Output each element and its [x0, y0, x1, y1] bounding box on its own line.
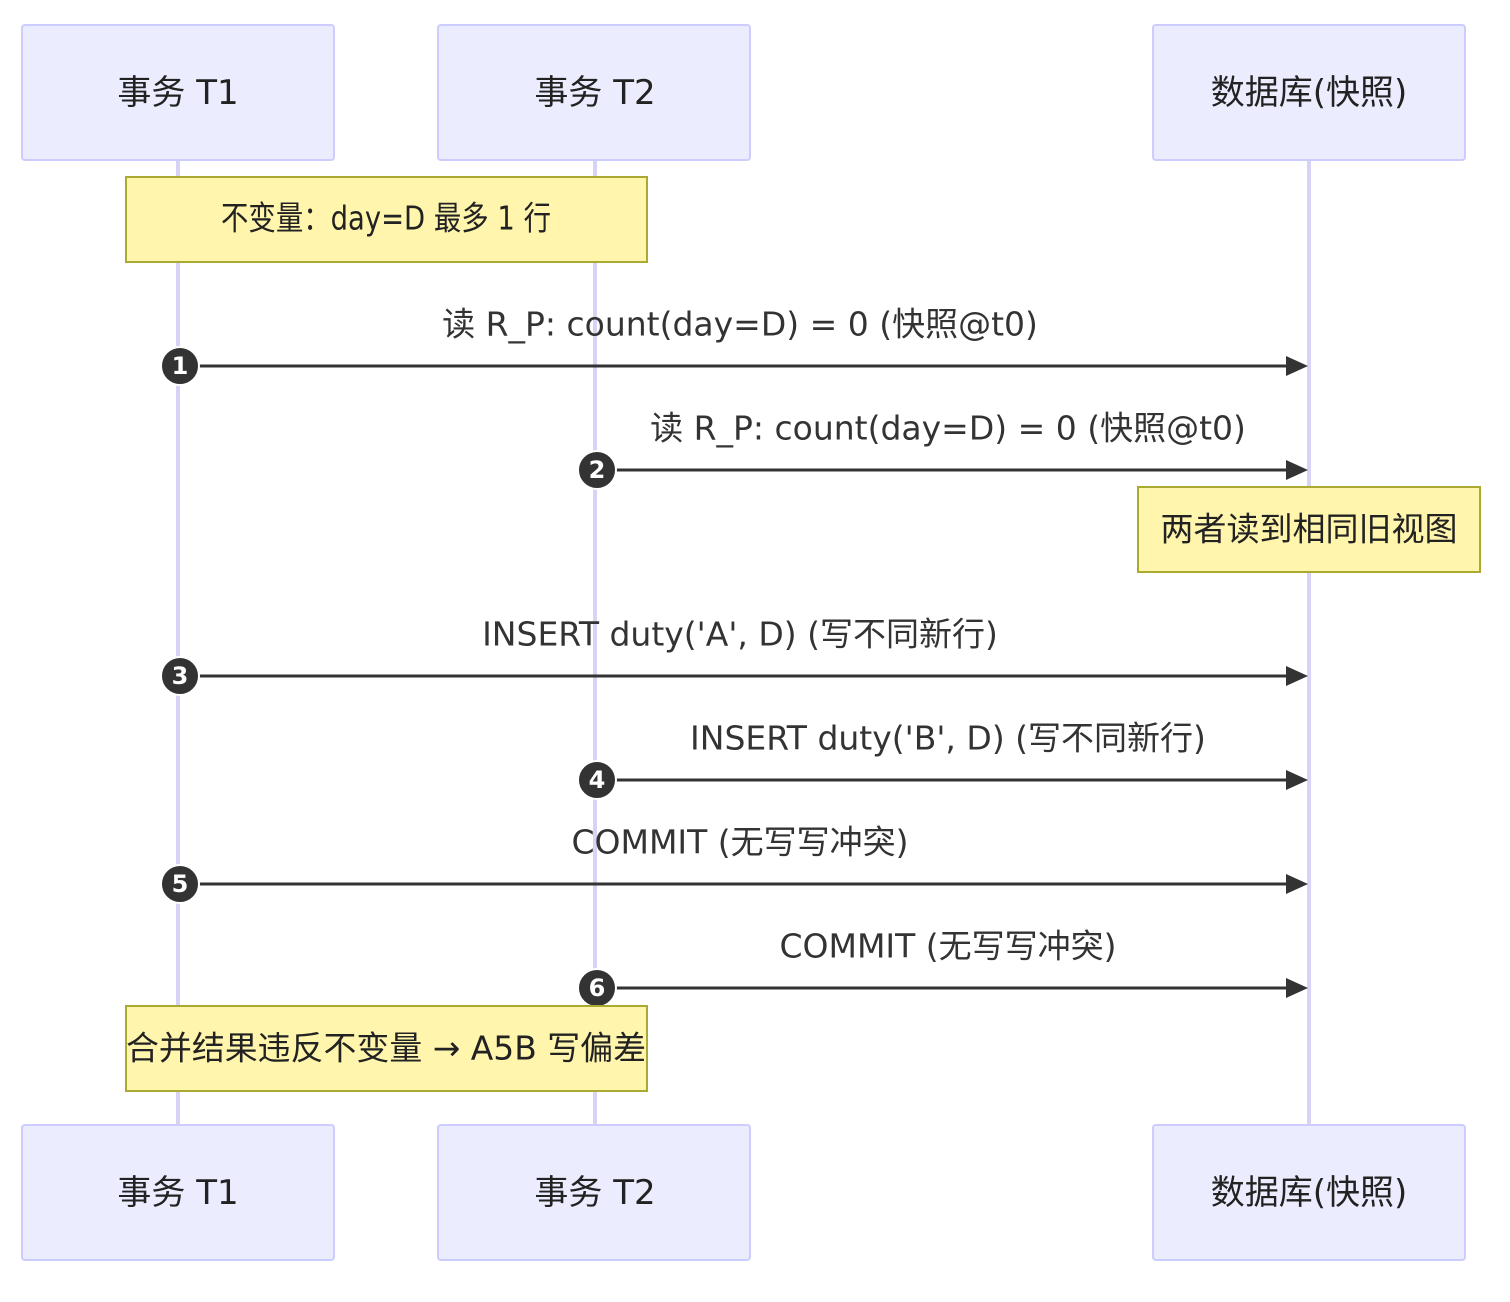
actor-t2-bottom: 事务 T2 — [437, 1124, 751, 1261]
note-same-view-text: 两者读到相同旧视图 — [1161, 510, 1458, 549]
message-5-label: COMMIT (无写写冲突) — [571, 823, 908, 862]
actor-t1-top: 事务 T1 — [21, 24, 335, 161]
sequence-number-3-label: 3 — [172, 662, 189, 690]
message-2-arrowhead — [1286, 460, 1308, 480]
actor-t1-bottom: 事务 T1 — [21, 1124, 335, 1261]
note-write-skew-text: 合并结果违反不变量 → A5B 写偏差 — [126, 1029, 646, 1068]
sequence-number-5 — [160, 864, 200, 904]
message-4: INSERT duty('B', D) (写不同新行) 4 — [577, 719, 1308, 800]
sequence-number-2 — [577, 450, 617, 490]
message-5: COMMIT (无写写冲突) 5 — [160, 823, 1308, 904]
actor-t2-bottom-label: 事务 T2 — [534, 1173, 655, 1213]
message-2: 读 R_P: count(day=D) = 0 (快照@t0) 2 — [577, 409, 1308, 490]
message-6-arrowhead — [1286, 978, 1308, 998]
message-3-arrowhead — [1286, 666, 1308, 686]
message-3-label: INSERT duty('A', D) (写不同新行) — [482, 615, 998, 654]
actor-t1-bottom-label: 事务 T1 — [117, 1173, 238, 1213]
message-4-arrowhead — [1286, 770, 1308, 790]
sequence-number-4-label: 4 — [589, 766, 606, 794]
message-3: INSERT duty('A', D) (写不同新行) 3 — [160, 615, 1308, 696]
note-invariant-text: 不变量：day=D 最多 1 行 — [221, 199, 551, 238]
actor-db-bottom-label: 数据库(快照) — [1211, 1173, 1408, 1213]
message-5-arrowhead — [1286, 874, 1308, 894]
note-write-skew: 合并结果违反不变量 → A5B 写偏差 — [125, 1005, 648, 1092]
message-1: 读 R_P: count(day=D) = 0 (快照@t0) 1 — [160, 305, 1308, 386]
message-1-label: 读 R_P: count(day=D) = 0 (快照@t0) — [442, 305, 1038, 344]
actor-t2-top-label: 事务 T2 — [534, 73, 655, 113]
actor-db-top-label: 数据库(快照) — [1211, 73, 1408, 113]
message-4-label: INSERT duty('B', D) (写不同新行) — [690, 719, 1206, 758]
sequence-number-4 — [577, 760, 617, 800]
note-invariant: 不变量：day=D 最多 1 行 — [125, 176, 648, 263]
sequence-number-1 — [160, 346, 200, 386]
sequence-number-6-label: 6 — [589, 974, 606, 1002]
sequence-number-1-label: 1 — [172, 352, 189, 380]
message-2-label: 读 R_P: count(day=D) = 0 (快照@t0) — [650, 409, 1246, 448]
message-1-arrowhead — [1286, 356, 1308, 376]
sequence-number-2-label: 2 — [589, 456, 606, 484]
note-same-view: 两者读到相同旧视图 — [1137, 486, 1481, 573]
actor-db-bottom: 数据库(快照) — [1152, 1124, 1466, 1261]
actor-t2-top: 事务 T2 — [437, 24, 751, 161]
sequence-number-5-label: 5 — [172, 870, 189, 898]
sequence-number-3 — [160, 656, 200, 696]
message-6: COMMIT (无写写冲突) 6 — [577, 927, 1308, 1008]
actor-db-top: 数据库(快照) — [1152, 24, 1466, 161]
message-6-label: COMMIT (无写写冲突) — [779, 927, 1116, 966]
actor-t1-top-label: 事务 T1 — [117, 73, 238, 113]
